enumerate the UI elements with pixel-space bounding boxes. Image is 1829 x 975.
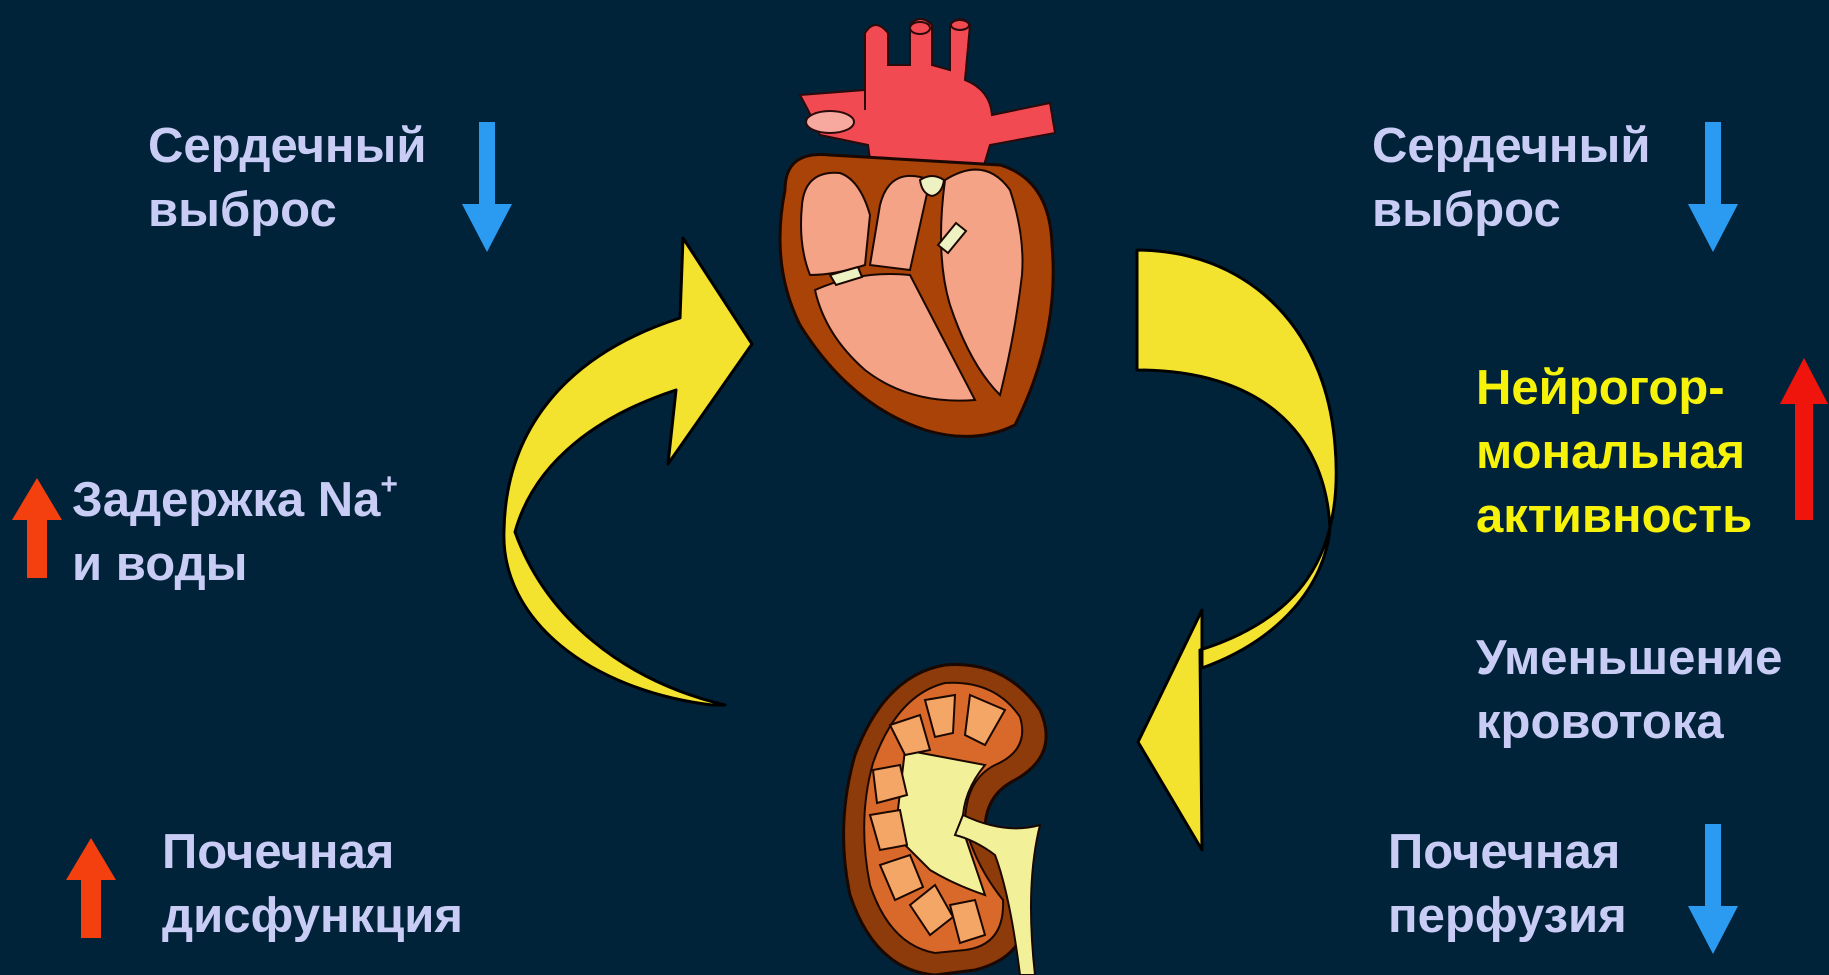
heart-icon <box>760 5 1060 445</box>
neurohormonal-line3: активность <box>1476 484 1752 548</box>
neurohormonal-line2: мональная <box>1476 420 1752 484</box>
arrow-down-icon <box>1688 122 1738 252</box>
arrow-down-icon <box>1688 824 1738 954</box>
cardiac-output-left-line2: выброс <box>148 178 427 242</box>
sodium-retention-line1: Задержка Na+ <box>72 468 398 532</box>
renal-perfusion-line2: перфузия <box>1388 884 1627 948</box>
renal-perfusion-label: Почечная перфузия <box>1388 820 1627 948</box>
cardiac-output-right-label: Сердечный выброс <box>1372 114 1651 242</box>
neurohormonal-line1: Нейрогор- <box>1476 356 1752 420</box>
cardiac-output-left-label: Сердечный выброс <box>148 114 427 242</box>
sodium-superscript: + <box>380 468 398 501</box>
renal-dysfunction-line1: Почечная <box>162 820 463 884</box>
arrow-up-icon <box>66 838 116 938</box>
blood-flow-line2: кровотока <box>1476 690 1782 754</box>
cardiac-output-left-line1: Сердечный <box>148 114 427 178</box>
renal-dysfunction-label: Почечная дисфункция <box>162 820 463 948</box>
kidney-icon <box>835 655 1065 975</box>
sodium-retention-line2: и воды <box>72 532 398 596</box>
cardiac-output-right-line1: Сердечный <box>1372 114 1651 178</box>
arrow-up-icon <box>12 478 62 578</box>
sodium-retention-label: Задержка Na+ и воды <box>72 468 398 596</box>
sodium-retention-text: Задержка Na <box>72 473 380 527</box>
arrow-down-icon <box>462 122 512 252</box>
neurohormonal-activity-label: Нейрогор- мональная активность <box>1476 356 1752 548</box>
cardiac-output-right-line2: выброс <box>1372 178 1651 242</box>
renal-dysfunction-line2: дисфункция <box>162 884 463 948</box>
blood-flow-label: Уменьшение кровотока <box>1476 626 1782 754</box>
arrow-up-icon <box>1780 358 1828 520</box>
renal-perfusion-line1: Почечная <box>1388 820 1627 884</box>
blood-flow-line1: Уменьшение <box>1476 626 1782 690</box>
